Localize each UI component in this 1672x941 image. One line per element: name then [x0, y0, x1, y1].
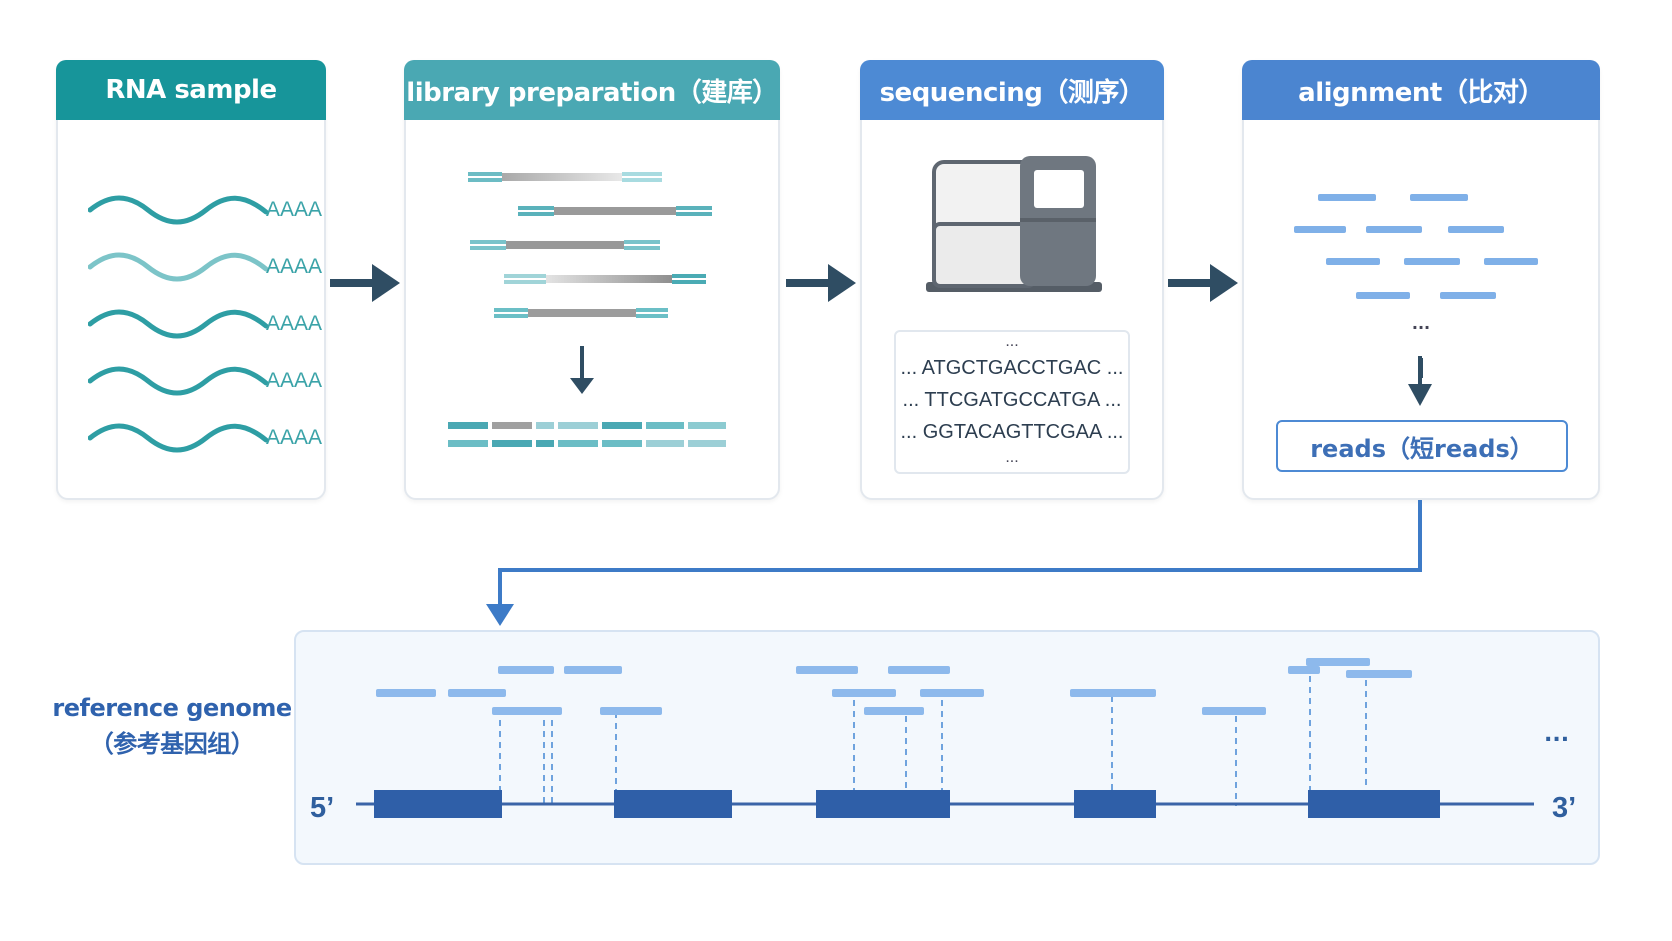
mrna-molecule: AAAA	[88, 361, 322, 401]
right-arrow-icon	[1168, 264, 1238, 302]
library-fragment	[470, 240, 660, 250]
polya-tail-label: AAAA	[266, 426, 323, 449]
sequencing-panel: sequencing（测序） ... ... ATGCTGACCTGAC ...…	[860, 60, 1164, 500]
library-prep-panel: library preparation（建库）	[404, 60, 780, 500]
reference-genome-label-line1: reference genome	[52, 694, 292, 722]
sequencing-title: sequencing（测序）	[860, 60, 1164, 120]
library-fragment	[468, 172, 662, 182]
library-fragment	[494, 308, 668, 318]
mrna-wave-icon	[88, 252, 268, 282]
library-fragment	[504, 274, 706, 284]
alignment-title: alignment（比对）	[1242, 60, 1600, 120]
exons	[374, 790, 1440, 818]
polya-tail-label: AAAA	[266, 198, 323, 221]
down-arrow-head-icon	[1408, 384, 1432, 406]
mrna-wave-icon	[88, 366, 268, 396]
sequence-read-line: ... TTCGATGCCATGA ...	[902, 389, 1122, 411]
mrna-wave-icon	[88, 309, 268, 339]
short-reads-diagram	[1294, 194, 1538, 378]
mrna-molecule: AAAA	[88, 418, 322, 458]
alignment-ellipsis: ...	[1411, 314, 1431, 333]
ellipsis-top: ...	[1005, 333, 1019, 350]
five-prime-label: 5’	[310, 792, 335, 824]
sequencing-library-rows	[448, 422, 726, 447]
library-fragment	[518, 206, 712, 216]
mrna-molecule: AAAA	[88, 304, 322, 344]
sequence-read-line: ... GGTACAGTTCGAA ...	[900, 421, 1124, 443]
short-read-segments	[1294, 194, 1538, 299]
rna-sample-panel: RNA sample AAAA AAAA AAAA AAAA AAAA	[56, 60, 326, 500]
mrna-molecule: AAAA	[88, 247, 322, 287]
library-fragments-diagram	[448, 172, 726, 447]
mrna-wave-icon	[88, 195, 268, 225]
aligned-reads	[376, 658, 1412, 715]
reference-genome-label-line2: （参考基因组）	[89, 730, 255, 758]
down-arrow-icon	[570, 346, 594, 394]
mrna-wave-icon	[88, 423, 268, 453]
polya-tail-label: AAAA	[266, 255, 323, 278]
sequencer-machine-icon	[926, 156, 1102, 292]
library-prep-title: library preparation（建库）	[404, 60, 780, 120]
mrna-molecule: AAAA	[88, 190, 322, 230]
right-arrow-icon	[786, 264, 856, 302]
polya-tail-label: AAAA	[266, 369, 323, 392]
three-prime-label: 3’	[1552, 792, 1577, 824]
rna-sample-title: RNA sample	[56, 60, 326, 120]
right-arrow-icon	[330, 264, 400, 302]
alignment-to-genome-connector	[486, 500, 1422, 626]
genome-ellipsis: ...	[1544, 722, 1570, 747]
reference-genome-label: reference genome （参考基因组）	[52, 690, 292, 762]
polya-tail-label: AAAA	[266, 312, 323, 335]
ellipsis-bottom: ...	[1005, 449, 1019, 466]
sequence-reads-box: ... ... ATGCTGACCTGAC ... ... TTCGATGCCA…	[894, 330, 1130, 474]
reads-label-box: reads（短reads）	[1276, 420, 1568, 472]
sequence-read-line: ... ATGCTGACCTGAC ...	[900, 357, 1124, 379]
alignment-guides	[499, 676, 1367, 806]
alignment-panel: alignment（比对） ... reads（短reads）	[1242, 60, 1600, 500]
